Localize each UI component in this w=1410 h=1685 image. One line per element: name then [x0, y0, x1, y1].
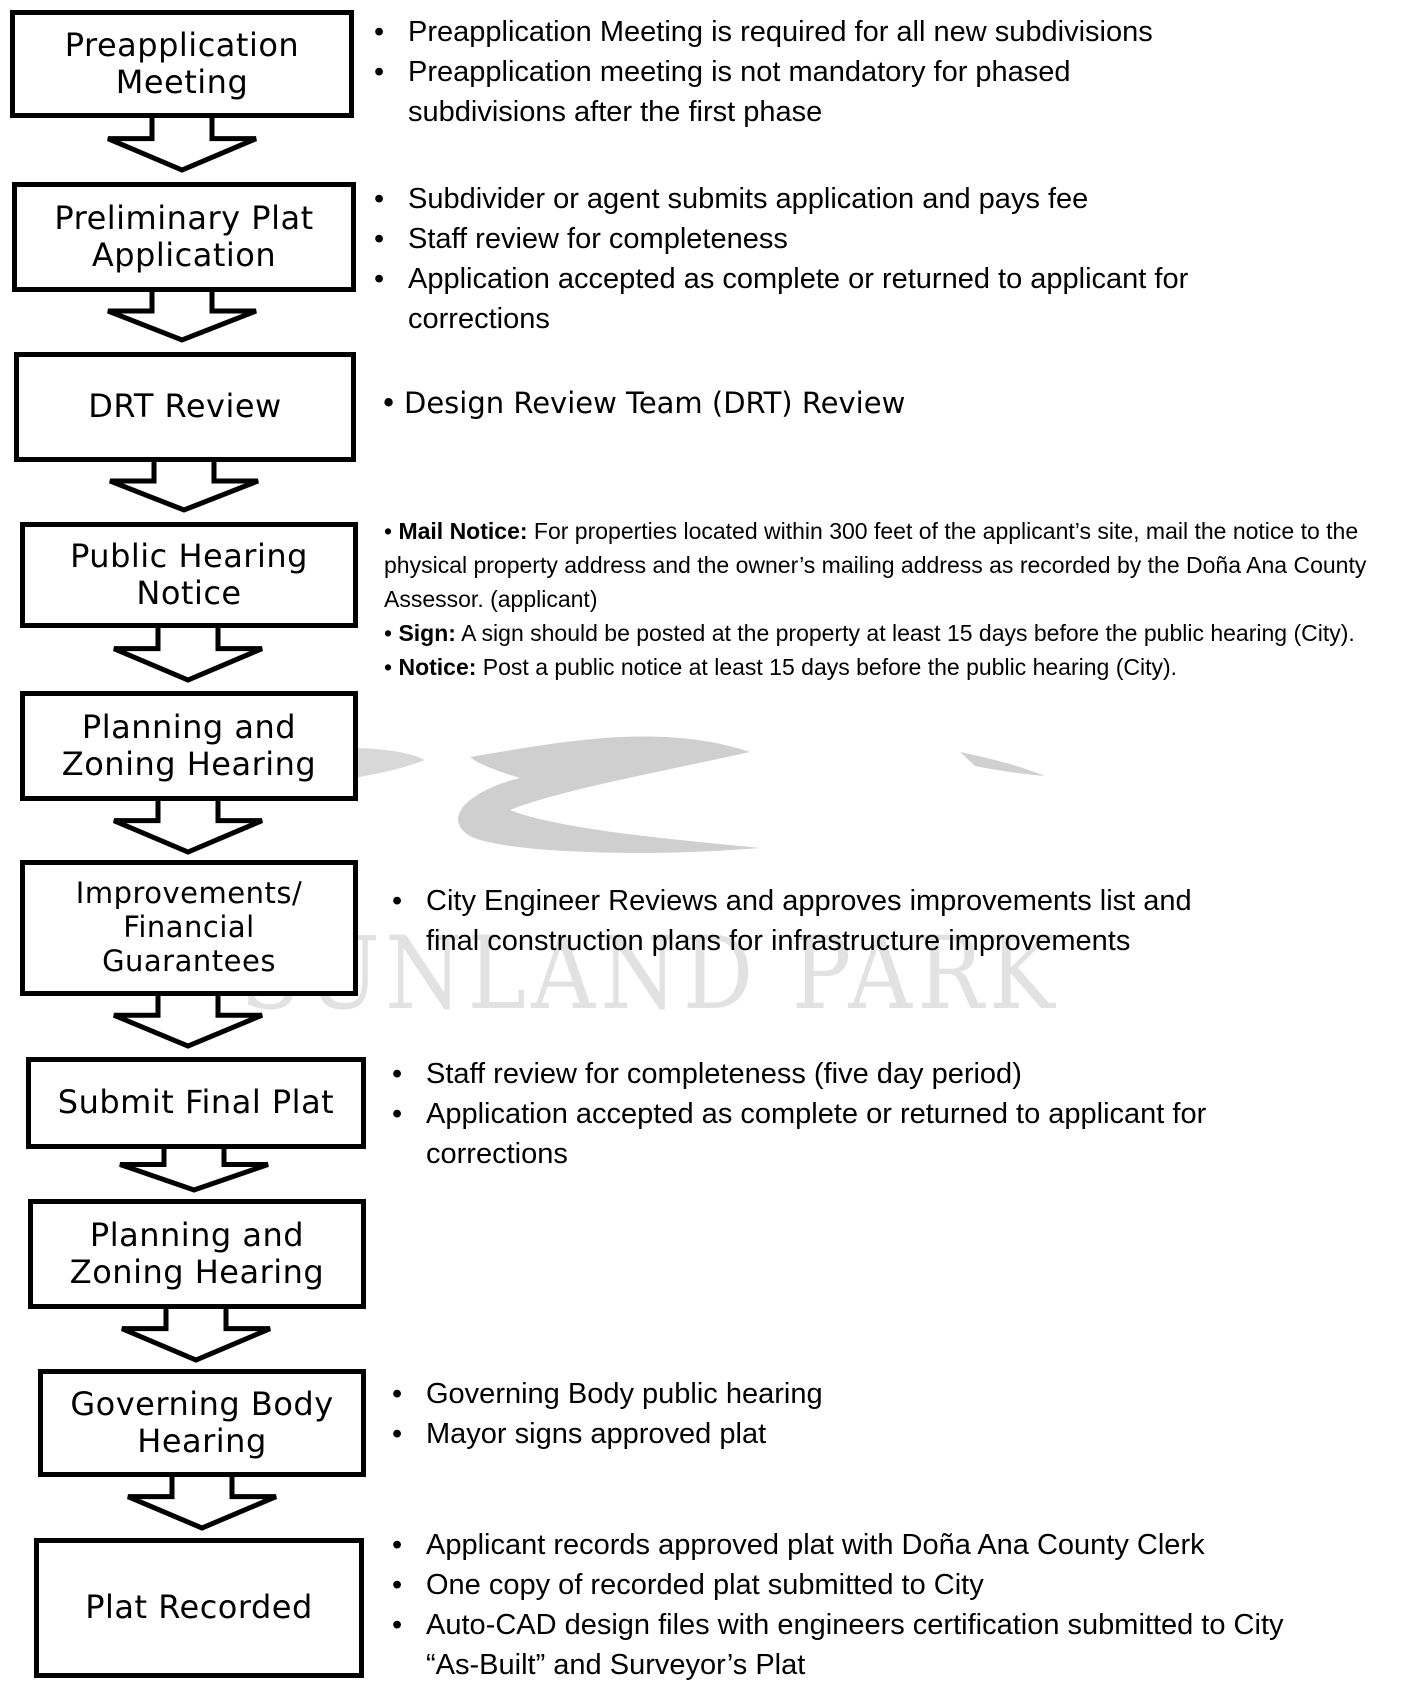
notes-public-hearing-notice: • Mail Notice: For properties located wi…: [384, 514, 1394, 684]
down-arrow-icon: [109, 460, 259, 513]
step-box-drt-review: DRT Review: [14, 352, 356, 462]
notes-drt-review: Design Review Team (DRT) Review: [380, 383, 1280, 423]
step-box-plat-recorded: Plat Recorded: [34, 1538, 364, 1678]
down-arrow-icon: [113, 626, 263, 683]
note-item: Mayor signs approved plat: [390, 1414, 1290, 1454]
step-box-planning-zoning-hearing-2: Planning and Zoning Hearing: [28, 1199, 366, 1309]
step-box-improvements-financial-guarantees: Improvements/ Financial Guarantees: [20, 860, 358, 996]
notes-improvements-financial-guarantees: City Engineer Reviews and approves impro…: [390, 881, 1250, 961]
note-item: Preapplication meeting is not mandatory …: [372, 52, 1232, 132]
down-arrow-icon: [121, 1306, 271, 1363]
notes-preapplication-meeting: Preapplication Meeting is required for a…: [372, 12, 1232, 132]
note-item: Application accepted as complete or retu…: [390, 1094, 1290, 1174]
note-label: Notice:: [398, 654, 477, 680]
note-item: Applicant records approved plat with Doñ…: [390, 1525, 1290, 1565]
down-arrow-icon: [119, 1146, 269, 1193]
note-mail-notice: • Mail Notice: For properties located wi…: [384, 518, 1367, 612]
note-item: Preapplication Meeting is required for a…: [372, 12, 1232, 52]
note-text: A sign should be posted at the property …: [455, 620, 1355, 646]
note-item: Design Review Team (DRT) Review: [380, 383, 1280, 423]
note-text: For properties located within 300 feet o…: [384, 518, 1367, 612]
notes-submit-final-plat: Staff review for completeness (five day …: [390, 1054, 1290, 1174]
note-item: One copy of recorded plat submitted to C…: [390, 1565, 1290, 1605]
step-box-governing-body-hearing: Governing Body Hearing: [38, 1369, 366, 1477]
note-item: Staff review for completeness: [372, 219, 1292, 259]
note-item: Governing Body public hearing: [390, 1374, 1290, 1414]
step-box-preapplication-meeting: Preapplication Meeting: [10, 10, 354, 118]
step-box-planning-zoning-hearing-1: Planning and Zoning Hearing: [20, 691, 358, 801]
step-box-submit-final-plat: Submit Final Plat: [26, 1057, 366, 1149]
note-label: Sign:: [398, 620, 456, 646]
note-label: Mail Notice:: [398, 518, 528, 544]
notes-plat-recorded: Applicant records approved plat with Doñ…: [390, 1525, 1290, 1685]
down-arrow-icon: [107, 290, 257, 343]
note-item: City Engineer Reviews and approves impro…: [390, 881, 1250, 961]
step-box-preliminary-plat-application: Preliminary Plat Application: [12, 182, 356, 292]
down-arrow-icon: [113, 798, 263, 855]
note-sign: • Sign: A sign should be posted at the p…: [384, 620, 1355, 646]
note-text: Post a public notice at least 15 days be…: [476, 654, 1178, 680]
note-notice: • Notice: Post a public notice at least …: [384, 654, 1178, 680]
note-item: Auto-CAD design files with engineers cer…: [390, 1605, 1290, 1685]
down-arrow-icon: [107, 116, 257, 173]
note-item: Application accepted as complete or retu…: [372, 259, 1292, 339]
down-arrow-icon: [127, 1474, 277, 1531]
step-box-public-hearing-notice: Public Hearing Notice: [20, 522, 358, 628]
down-arrow-icon: [113, 993, 263, 1049]
notes-governing-body-hearing: Governing Body public hearing Mayor sign…: [390, 1374, 1290, 1454]
note-item: Subdivider or agent submits application …: [372, 179, 1292, 219]
note-item: Staff review for completeness (five day …: [390, 1054, 1290, 1094]
notes-preliminary-plat-application: Subdivider or agent submits application …: [372, 179, 1292, 339]
